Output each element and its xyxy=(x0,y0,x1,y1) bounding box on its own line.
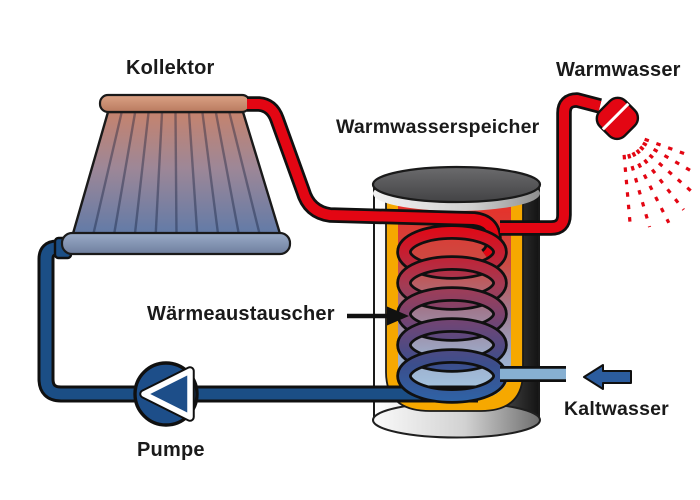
hot-water-outlet xyxy=(500,92,697,236)
storage-tank-label: Warmwasserspeicher xyxy=(336,116,540,138)
cold-water-arrow-icon xyxy=(583,364,632,390)
hot-water-label: Warmwasser xyxy=(556,59,681,81)
cold-water-inlet xyxy=(500,364,632,390)
heat-exchanger-label: Wärmeaustauscher xyxy=(147,303,335,325)
cold-water-label: Kaltwasser xyxy=(564,398,669,420)
hot-water-pipe-fill xyxy=(500,95,602,233)
tank-lid xyxy=(371,165,542,204)
collector-tubes xyxy=(91,112,262,237)
heat-exchanger-arrow xyxy=(347,306,409,326)
collector-top-manifold xyxy=(98,93,252,114)
collector-bottom-manifold xyxy=(60,231,292,256)
collector-label: Kollektor xyxy=(126,57,215,79)
pump-label: Pumpe xyxy=(137,439,205,461)
shower-head-icon xyxy=(595,96,640,141)
heat-exchanger-arrowhead-icon xyxy=(387,306,409,326)
pump-symbol xyxy=(133,361,199,427)
pump-triangle-icon xyxy=(141,368,193,420)
solar-collector xyxy=(60,93,292,256)
shower-spray-icon xyxy=(622,137,697,228)
solar-return-pipe-fill xyxy=(40,242,478,400)
